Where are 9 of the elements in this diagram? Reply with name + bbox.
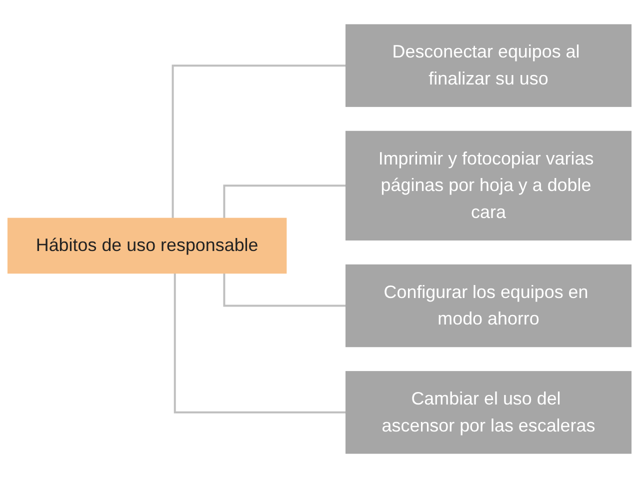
connector: [174, 273, 346, 414]
connector: [223, 273, 346, 307]
node-box: Desconectar equipos al finalizar su uso: [346, 24, 632, 107]
node-box: Configurar los equipos en modo ahorro: [346, 264, 632, 348]
node-box: Imprimir y fotocopiar varias páginas por hoja y a doble cara: [346, 130, 632, 240]
connector: [172, 64, 346, 218]
connector: [223, 184, 346, 218]
node-box: Cambiar el uso del ascensor por las escaleras: [346, 371, 632, 454]
node-box: Hábitos de uso responsable: [7, 218, 287, 274]
